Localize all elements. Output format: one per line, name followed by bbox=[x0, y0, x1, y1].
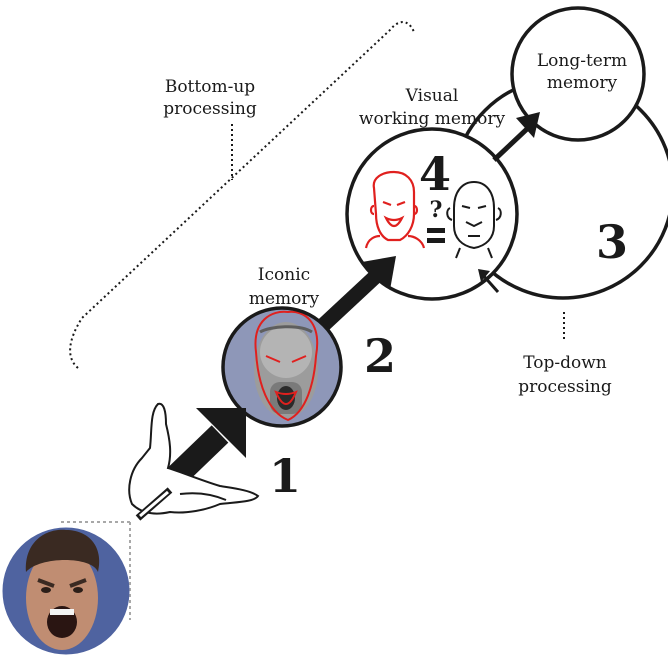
iconic-label-line2: memory bbox=[249, 289, 320, 309]
real-face-photo bbox=[2, 527, 130, 655]
question-mark: ? bbox=[430, 197, 443, 223]
bottom-up-label-line2: processing bbox=[163, 99, 257, 119]
long-term-label-line1: Long-term bbox=[537, 51, 627, 71]
iconic-label-line1: Iconic bbox=[258, 265, 310, 285]
step-3-number: 3 bbox=[596, 215, 628, 269]
photo-connector bbox=[58, 521, 131, 620]
arrow-to-long-term bbox=[492, 126, 530, 162]
arrow-step-2-shaft bbox=[312, 270, 382, 336]
bottom-up-bracket bbox=[69, 21, 415, 369]
red-outline-face-icon bbox=[364, 170, 426, 249]
long-term-label-line2: memory bbox=[547, 73, 618, 93]
arrow-to-long-term-head bbox=[516, 112, 540, 138]
equals-bar-bottom bbox=[427, 238, 445, 243]
bottom-up-label-line1: Bottom-up bbox=[165, 77, 255, 97]
step-2-number: 2 bbox=[364, 329, 396, 383]
arrow-step-1-head bbox=[196, 408, 246, 458]
visual-wm-label-line2: working memory bbox=[359, 109, 506, 129]
neutral-face-icon bbox=[446, 180, 502, 259]
long-term-memory-circle bbox=[510, 6, 646, 142]
screaming-face-photo-icon bbox=[221, 306, 343, 428]
arrow-step-2-head bbox=[362, 256, 396, 290]
step-1-number: 1 bbox=[269, 449, 301, 503]
hand-holding-pen-icon bbox=[128, 402, 260, 521]
equals-bar-top bbox=[427, 228, 445, 233]
top-down-label-line2: processing bbox=[518, 377, 612, 397]
top-down-arrow-head bbox=[478, 269, 490, 282]
step-4-number: 4 bbox=[419, 147, 451, 201]
visual-wm-label-line1: Visual bbox=[405, 86, 459, 106]
top-down-label-line1: Top-down bbox=[523, 353, 607, 373]
